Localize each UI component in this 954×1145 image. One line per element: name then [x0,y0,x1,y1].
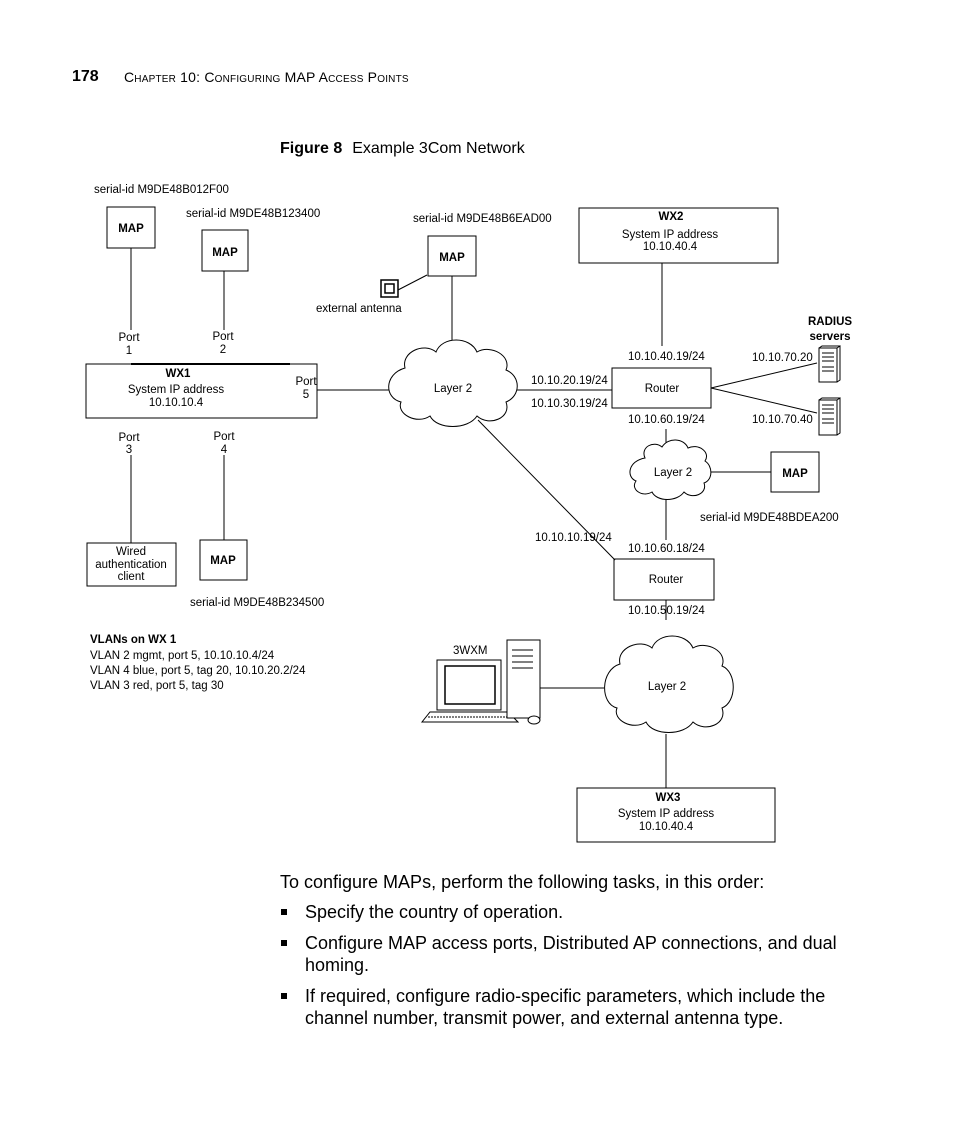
port2-word: Port [212,331,234,343]
map2-label: MAP [212,247,238,259]
router2-label: Router [649,574,684,586]
r2-bottom-ip: 10.10.50.19/24 [628,605,705,617]
chapter-title: Chapter 10: Configuring MAP Access Point… [124,69,409,85]
figure-title: Example 3Com Network [352,140,525,157]
wx3-box [576,787,776,843]
vlan-line: VLAN 4 blue, port 5, tag 20, 10.10.20.2/… [90,665,306,677]
map5-serial: serial-id M9DE48BDEA200 [700,512,839,524]
port3-word: Port [118,432,140,444]
map4-box [199,539,248,581]
router1-label: Router [645,383,680,395]
map3-label: MAP [439,252,465,264]
link-cloud-router2 [477,419,616,561]
wx2-box [578,207,779,264]
intro-paragraph: To configure MAPs, perform the following… [280,872,765,892]
port1-num: 1 [126,345,132,357]
link-router1-radius2 [710,387,818,414]
network-diagram: serial-id M9DE48B012F00 MAP serial-id M9… [85,184,852,843]
wired-client-line3: client [118,571,146,583]
router2-box [613,558,715,601]
port2-num: 2 [220,344,226,356]
port5-num: 5 [303,389,309,401]
wired-client-line2: authentication [95,559,167,571]
page-number: 178 [72,68,99,85]
map4-serial: serial-id M9DE48B234500 [190,597,324,609]
router1-box [611,367,712,409]
map4-label: MAP [210,555,236,567]
map1-label: MAP [118,223,144,235]
wx3-name: WX3 [656,792,681,804]
link-antenna-map3 [397,274,428,291]
task-list: Specify the country of operation. Config… [280,901,860,1038]
map5-box [770,451,820,493]
cloud-mid-icon [629,439,712,500]
list-item: Configure MAP access ports, Distributed … [280,932,860,976]
wx3-line2: 10.10.40.4 [639,821,694,833]
cloud-main-icon [388,339,518,427]
port4-num: 4 [221,444,228,456]
r1-top-ip: 10.10.40.19/24 [628,351,705,363]
wx1-name: WX1 [166,368,192,380]
radius-line2: servers [810,331,851,343]
vlans-title: VLANs on WX 1 [90,634,177,646]
port4-word: Port [213,431,235,443]
r1-left-ip-b: 10.10.30.19/24 [531,398,608,410]
vlan-line: VLAN 3 red, port 5, tag 30 [90,680,224,692]
cloud-bottom-label: Layer 2 [648,681,686,693]
radius-ip-a: 10.10.70.20 [752,352,813,364]
external-antenna-icon [380,279,399,298]
map3-box [427,235,477,277]
port1-word: Port [118,332,140,344]
wx2-name: WX2 [659,211,684,223]
list-item: If required, configure radio-specific pa… [280,985,860,1029]
r2-top-ip: 10.10.60.18/24 [628,543,705,555]
radius-line1: RADIUS [808,316,852,328]
map5-label: MAP [782,468,808,480]
port3-num: 3 [126,444,132,456]
r2-left-ip: 10.10.10.19/24 [535,532,612,544]
link-router1-radius1 [710,362,818,389]
figure-label: Figure 8 [280,140,343,157]
figure-caption: Figure 8 Example 3Com Network [280,140,525,158]
list-item: Specify the country of operation. [280,901,860,923]
wxm-label: 3WXM [453,645,488,657]
server-icon [818,397,841,436]
wx2-line1: System IP address [622,229,719,241]
map1-box [106,206,156,249]
map1-serial: serial-id M9DE48B012F00 [94,184,229,196]
wx2-line2: 10.10.40.4 [643,241,698,253]
wx1-line2: 10.10.10.4 [149,397,204,409]
map2-serial: serial-id M9DE48B123400 [186,208,320,220]
vlan-line: VLAN 2 mgmt, port 5, 10.10.10.4/24 [90,650,275,662]
r1-left-ip-a: 10.10.20.19/24 [531,375,608,387]
cloud-mid-label: Layer 2 [654,467,692,479]
cloud-main-label: Layer 2 [434,383,472,395]
wx1-line1: System IP address [128,384,225,396]
antenna-label: external antenna [316,303,402,315]
wx3-line1: System IP address [618,808,715,820]
map3-serial: serial-id M9DE48B6EAD00 [413,213,552,225]
server-icon [818,345,841,383]
workstation-icon [420,639,541,725]
radius-ip-b: 10.10.70.40 [752,414,813,426]
port5-word: Port [295,376,317,388]
wired-client-box [86,542,177,587]
cloud-bottom-icon [604,635,734,733]
map2-box [201,229,249,272]
wired-client-line1: Wired [116,546,146,558]
r1-bottom-ip: 10.10.60.19/24 [628,414,705,426]
